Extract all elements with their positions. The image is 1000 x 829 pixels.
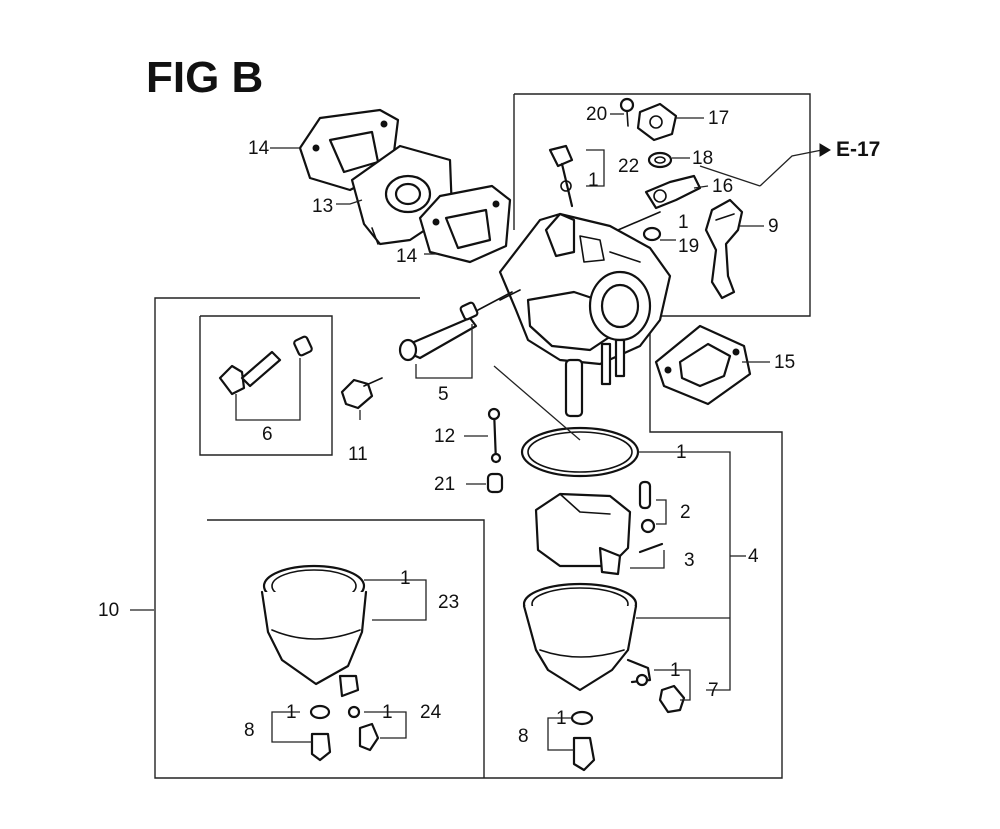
callout-1-bolt-right: 1 [556, 708, 567, 729]
gasket-15 [654, 324, 752, 406]
callout-16: 16 [712, 176, 733, 197]
washer-19 [642, 226, 662, 242]
jet-assembly-6 [218, 335, 313, 396]
float-pin-12 [487, 407, 502, 464]
bowl-gasket-upper [520, 426, 640, 478]
float-assembly [534, 492, 632, 576]
callout-3: 3 [684, 550, 695, 571]
reference-label-e17: E-17 [836, 138, 880, 161]
choke-plate-17 [636, 102, 678, 142]
inset-frame-jet [199, 315, 333, 456]
callout-17: 17 [708, 108, 729, 129]
choke-lever-9 [704, 198, 744, 300]
float-pin-3 [638, 542, 664, 554]
leader-lines [130, 113, 831, 751]
float-bowl-left [260, 564, 368, 698]
screw-11 [340, 377, 383, 410]
screw-20 [619, 97, 635, 127]
lever-16 [644, 174, 702, 210]
callout-7: 7 [708, 680, 719, 701]
callout-14-bottom: 14 [396, 246, 418, 267]
float-needle-2 [638, 480, 656, 534]
callout-20: 20 [586, 104, 607, 125]
figure-title: FIG B [146, 53, 263, 102]
callout-1-bolt-left: 1 [286, 702, 297, 723]
bowl-bolt-left [309, 704, 332, 762]
callout-14-top: 14 [248, 138, 270, 159]
callout-1-screw-left: 1 [382, 702, 393, 723]
bowl-bolt-right [570, 710, 596, 772]
screw-22-assembly [548, 144, 574, 208]
callout-24: 24 [420, 702, 442, 723]
carburetor-body [498, 212, 672, 418]
throttle-shaft [617, 211, 661, 231]
drain-screw-left-24 [347, 705, 380, 752]
float-bowl-right [522, 582, 652, 692]
callout-23: 23 [438, 592, 459, 613]
callout-4: 4 [748, 546, 759, 567]
pilot-screw-5 [398, 291, 513, 362]
upper-assembly-frame [154, 93, 811, 779]
gasket-14-bottom [418, 184, 512, 264]
callout-19: 19 [678, 236, 699, 257]
needle-21 [486, 472, 504, 494]
callout-6: 6 [262, 424, 273, 445]
seal-18 [647, 151, 673, 169]
callout-13: 13 [312, 196, 333, 217]
callout-9: 9 [768, 216, 779, 237]
callout-18: 18 [692, 148, 713, 169]
callout-22: 22 [618, 156, 639, 177]
callout-1-bowl-left: 1 [400, 568, 411, 589]
callout-8-left: 8 [244, 720, 255, 741]
inset-frame-bowl [207, 519, 485, 778]
callout-10: 10 [98, 600, 119, 621]
drain-screw-right [635, 673, 686, 714]
callout-12: 12 [434, 426, 455, 447]
callout-1-gasket: 1 [676, 442, 687, 463]
callout-15: 15 [774, 352, 795, 373]
callout-2: 2 [680, 502, 691, 523]
callout-1-19: 1 [678, 212, 689, 233]
callout-1-22: 1 [588, 170, 599, 191]
callout-21: 21 [434, 474, 455, 495]
callout-1-bowl-right: 1 [670, 660, 681, 681]
callout-5: 5 [438, 384, 449, 405]
callout-11: 11 [348, 444, 368, 465]
callout-8-right: 8 [518, 726, 529, 747]
